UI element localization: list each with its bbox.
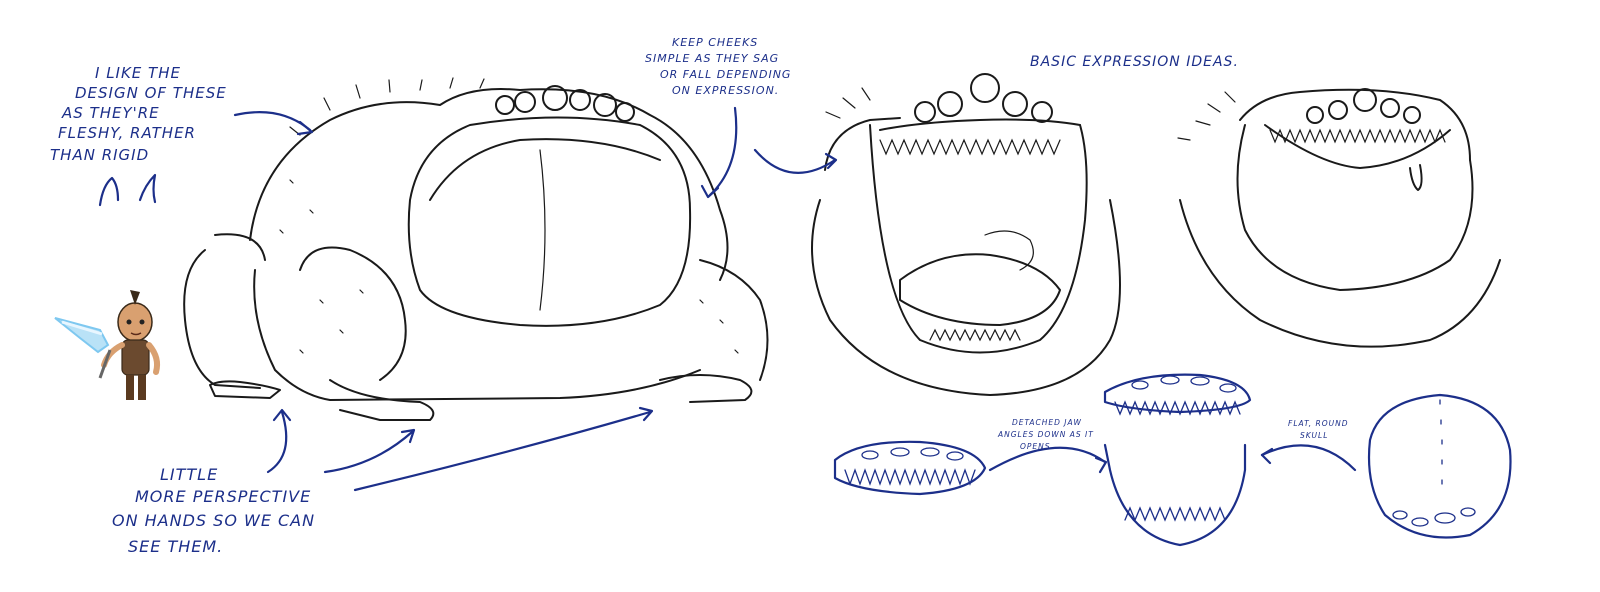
creature-mouth (407, 116, 692, 327)
jaw-note: DETACHED JAW ANGLES DOWN AS IT OPENS (997, 418, 1097, 451)
round-skull-sketch (1367, 393, 1512, 539)
hero-torso (121, 339, 150, 376)
arrow-design-note (233, 111, 312, 132)
closed-jaw-sketch (833, 440, 987, 496)
arrow-hand-left (266, 410, 288, 474)
arrow-open-mouth (753, 148, 837, 174)
creature-grin-sketch (1177, 88, 1501, 348)
creature-eyes (495, 85, 635, 122)
annotation-arrows (98, 106, 1357, 492)
glowing-sword (54, 317, 110, 354)
arrow-round-skull (1260, 444, 1357, 472)
arrow-hand-middle (323, 430, 414, 474)
design-note: I LIKE THE DESIGN OF THESE AS THEY'RE FL… (50, 64, 233, 164)
creature-open-mouth-sketch (811, 73, 1121, 396)
creature-main-sketch (183, 77, 769, 421)
skull-note: FLAT, ROUND SKULL (1288, 419, 1352, 440)
hero-character (54, 290, 161, 400)
arrow-detached-jaw (988, 446, 1107, 472)
creature-tongue (899, 253, 1061, 326)
hero-head (117, 302, 153, 342)
creature-left-leg (183, 249, 261, 389)
perspective-note: LITTLE MORE PERSPECTIVE ON HANDS SO WE C… (112, 465, 321, 556)
jaw-detail-sketches (833, 373, 1512, 547)
arrow-hand-right (353, 410, 652, 492)
expression-title: BASIC EXPRESSION IDEAS. (1030, 54, 1239, 70)
cheeks-note: KEEP CHEEKS SIMPLE AS THEY SAG OR FALL D… (645, 36, 796, 97)
arrow-cheeks-note (708, 106, 738, 197)
lower-jaw-sketch (1103, 443, 1247, 547)
skull-top-sketch (1103, 373, 1252, 414)
